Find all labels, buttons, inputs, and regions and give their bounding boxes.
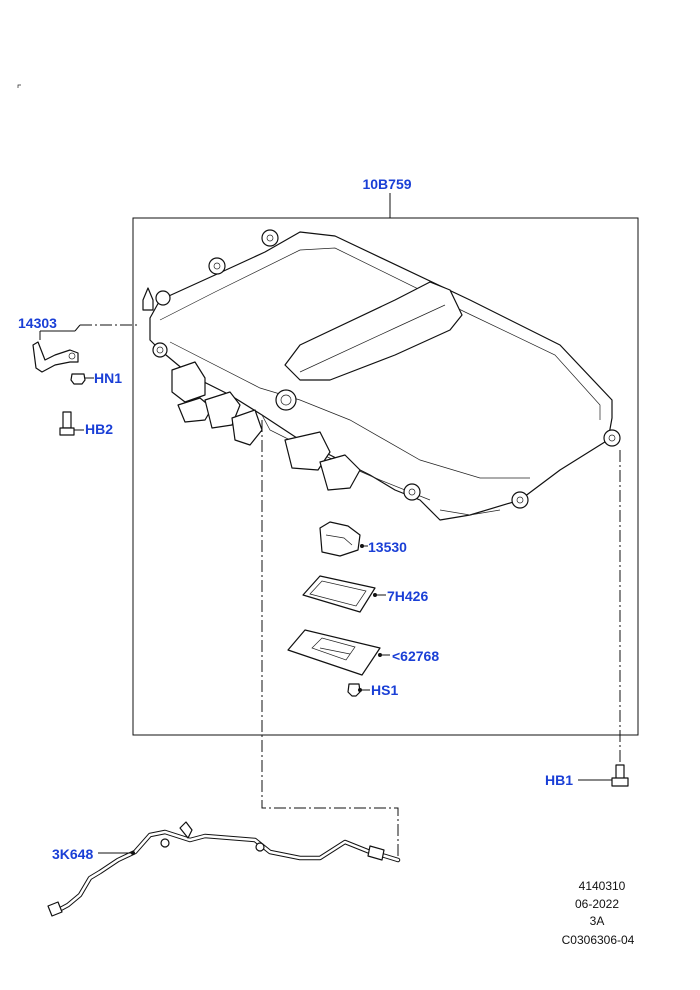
drawing-code: C0306306-04 <box>562 933 635 947</box>
bolt-hb1 <box>578 764 629 787</box>
callout-hb2[interactable]: HB2 <box>85 421 113 437</box>
callout-hb1[interactable]: HB1 <box>545 772 573 788</box>
corner-crop-mark <box>17 84 21 88</box>
callout-hs1[interactable]: HS1 <box>371 682 398 698</box>
connector-13530 <box>319 521 368 557</box>
leader-14303 <box>74 324 81 332</box>
assembly-frame <box>132 217 639 736</box>
callout-hn1[interactable]: HN1 <box>94 370 122 386</box>
power-module-housing <box>142 229 621 521</box>
callout-14303[interactable]: 14303 <box>18 315 57 331</box>
drawing-number: 4140310 <box>579 879 626 893</box>
callout-10b759[interactable]: 10B759 <box>362 176 411 192</box>
bolt-hb2 <box>59 411 84 436</box>
gasket-7h426 <box>302 575 386 613</box>
drawing-date: 06-2022 <box>575 897 619 911</box>
harness-3k648 <box>47 821 401 917</box>
callout-13530[interactable]: 13530 <box>368 539 407 555</box>
cover-plate-62768 <box>287 629 390 676</box>
leader-3k648-dash <box>261 420 399 860</box>
nut-hn1 <box>70 373 94 385</box>
bracket-14303 <box>32 341 79 373</box>
callout-3k648[interactable]: 3K648 <box>52 846 93 862</box>
callout-62768[interactable]: <62768 <box>392 648 439 664</box>
screw-hs1 <box>347 683 370 697</box>
callout-7h426[interactable]: 7H426 <box>387 588 428 604</box>
drawing-revision: 3A <box>590 914 605 928</box>
